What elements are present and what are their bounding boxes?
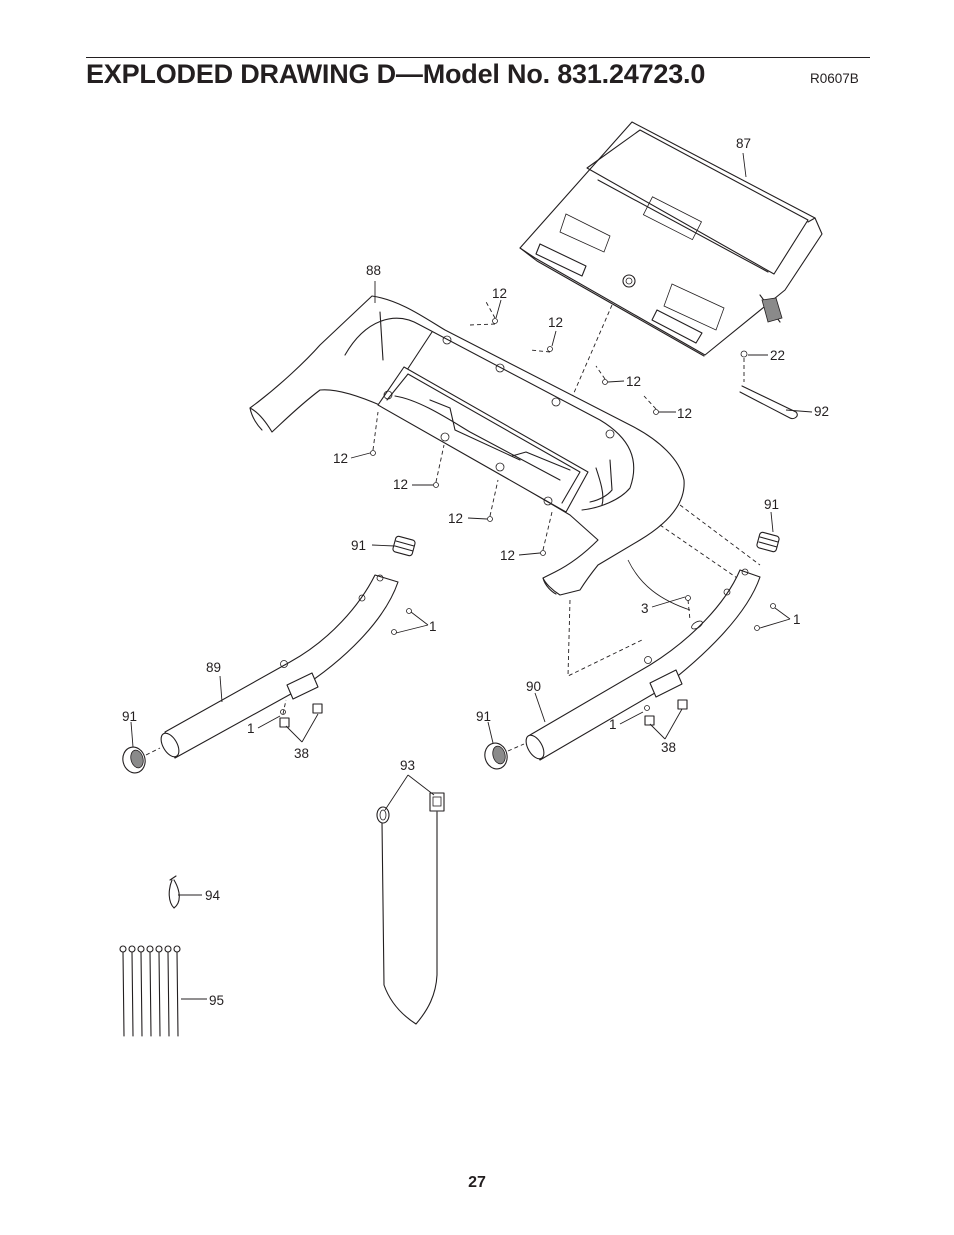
callout-12-f: 12 xyxy=(393,477,408,492)
callout-3: 3 xyxy=(641,601,649,616)
callout-94: 94 xyxy=(205,888,221,903)
callout-91-c: 91 xyxy=(122,709,137,724)
callout-88: 88 xyxy=(366,263,381,278)
callout-12-g: 12 xyxy=(448,511,463,526)
callout-89: 89 xyxy=(206,660,221,675)
part-89-left-upright xyxy=(122,535,416,774)
page-title: EXPLODED DRAWING D—Model No. 831.24723.0 xyxy=(86,59,706,89)
callout-91-d: 91 xyxy=(476,709,491,724)
part-95-cable-ties xyxy=(119,945,181,1037)
screws-12 xyxy=(370,299,659,556)
callout-1-b: 1 xyxy=(793,612,801,627)
header-rule xyxy=(86,57,870,58)
part-94-clip xyxy=(168,875,180,909)
part-22-92 xyxy=(739,350,798,420)
part-88-upright-tray xyxy=(249,295,685,596)
callout-91-a: 91 xyxy=(764,497,779,512)
callout-1-a: 1 xyxy=(429,619,437,634)
callout-95: 95 xyxy=(209,993,224,1008)
leader-lines xyxy=(130,152,813,1000)
callout-12-e: 12 xyxy=(333,451,348,466)
part-90-right-upright xyxy=(484,531,780,770)
callout-12-h: 12 xyxy=(500,548,515,563)
alignment-lines xyxy=(567,504,761,677)
callout-1-c: 1 xyxy=(247,721,255,736)
callout-12-c: 12 xyxy=(626,374,641,389)
callout-38-b: 38 xyxy=(661,740,676,755)
callout-93: 93 xyxy=(400,758,415,773)
callout-38-a: 38 xyxy=(294,746,309,761)
callout-90: 90 xyxy=(526,679,541,694)
page-number: 27 xyxy=(468,1174,486,1191)
callout-12-a: 12 xyxy=(492,286,507,301)
callout-1-d: 1 xyxy=(609,717,617,732)
callout-labels: 87 88 12 12 12 12 12 12 12 12 22 92 91 9… xyxy=(122,136,829,1008)
callout-12-d: 12 xyxy=(677,406,692,421)
callout-22: 22 xyxy=(770,348,785,363)
callout-92: 92 xyxy=(814,404,829,419)
callout-87: 87 xyxy=(736,136,751,151)
callout-91-b: 91 xyxy=(351,538,366,553)
drawing-code: R0607B xyxy=(810,71,859,86)
callout-12-b: 12 xyxy=(548,315,563,330)
part-93-wire-harness xyxy=(376,792,445,1025)
part-87-console-cover xyxy=(519,121,823,426)
